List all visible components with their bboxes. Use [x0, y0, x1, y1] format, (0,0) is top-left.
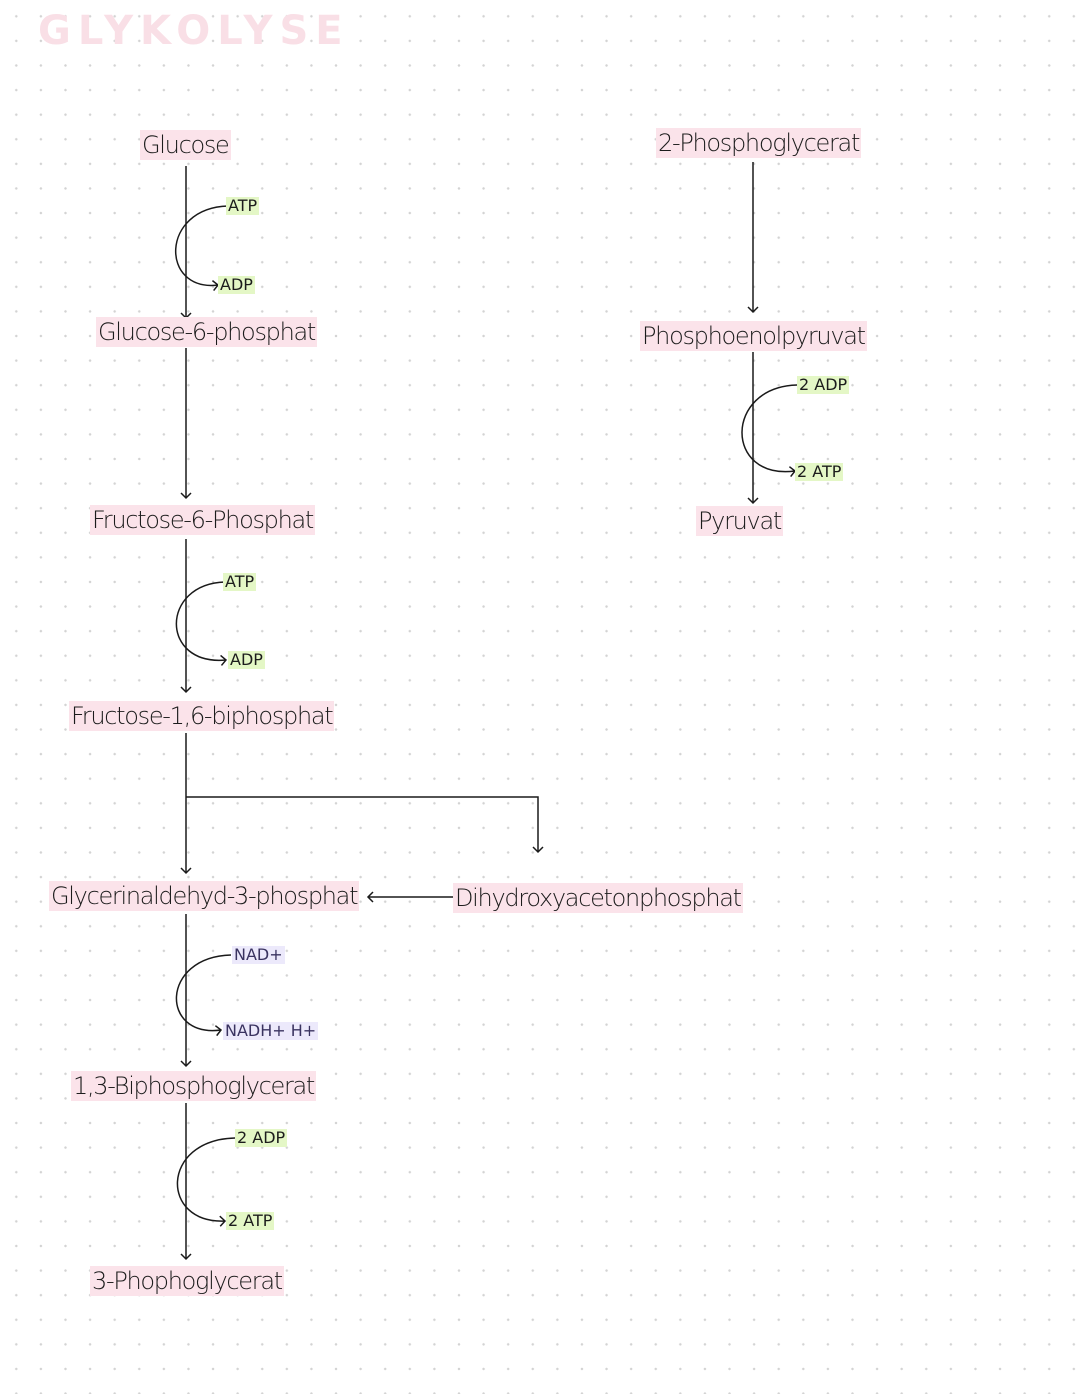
arrow-f16bp-dhap [186, 796, 544, 854]
node-fructose-1-6-biphosphat: Fructose-1,6-biphosphat [69, 701, 335, 731]
curve-step6 [175, 954, 232, 1037]
cofactor-nad-in-step6: NAD+ [232, 945, 285, 964]
curve-step3 [175, 581, 228, 666]
curve-step10 [741, 384, 798, 478]
node-glucose-6-phosphat: Glucose-6-phosphat [96, 317, 318, 347]
node-phosphoenolpyruvat: Phosphoenolpyruvat [640, 321, 867, 351]
curve-step7 [176, 1137, 236, 1227]
curve-step1 [174, 205, 229, 292]
node-2-phosphoglycerat: 2-Phosphoglycerat [656, 128, 862, 158]
cofactor-atp-in-step3: ATP [223, 572, 257, 591]
node-3-phosphoglycerat: 3-Phophoglycerat [90, 1266, 284, 1296]
node-dihydroxyacetonphosphat: Dihydroxyacetonphosphat [453, 883, 743, 913]
cofactor-atp-in-step1: ATP [226, 196, 260, 215]
cofactor-2atp-out-step7: 2 ATP [226, 1211, 275, 1230]
node-glycerinaldehyd-3-phosphat: Glycerinaldehyd-3-phosphat [49, 881, 360, 911]
node-1-3-biphosphoglycerat: 1,3-Biphosphoglycerat [71, 1071, 317, 1101]
cofactor-2atp-out-step10: 2 ATP [795, 462, 844, 481]
cofactor-adp-out-step3: ADP [228, 650, 265, 669]
cofactor-nadh-out-step6: NADH+ H+ [223, 1021, 319, 1040]
node-glucose: Glucose [140, 130, 231, 160]
node-fructose-6-phosphat: Fructose-6-Phosphat [90, 505, 316, 535]
node-pyruvat: Pyruvat [696, 506, 783, 536]
cofactor-2adp-in-step10: 2 ADP [797, 375, 850, 394]
cofactor-adp-out-step1: ADP [218, 275, 255, 294]
page-title: GLYKOLYSE [38, 8, 350, 54]
cofactor-2adp-in-step7: 2 ADP [235, 1128, 288, 1147]
